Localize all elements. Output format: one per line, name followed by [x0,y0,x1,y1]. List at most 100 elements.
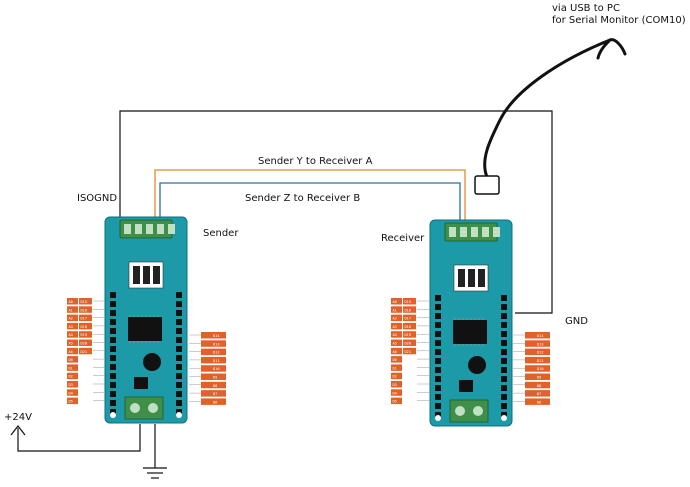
sender-left-pin-tag [79,331,92,338]
sender-header-pin [176,292,182,298]
sender-right-pin-tag [201,365,226,372]
receiver-left-pin-id: D20 [405,342,412,346]
receiver-header-pin [501,367,507,373]
sender-dip-lever [133,266,140,284]
sender-terminal-screw [168,224,175,234]
sender-terminal-screw [130,403,140,413]
sender-left-pin-name: D2 [69,375,73,379]
sender-terminal-screw [135,224,142,234]
sender-header-pin [110,301,116,307]
receiver-left-pin-name: D5 [393,400,397,404]
receiver-left-pin-tag [403,347,416,355]
receiver-right-pin-tag [525,340,550,347]
receiver-right-pin-name: D11 [537,359,544,363]
isognd-label: ISOGND [77,193,117,204]
sender-right-pin-name: D9 [213,376,217,380]
wire-sender-y-receiver-a [154,169,466,222]
receiver-header-pin [501,322,507,328]
receiver-left-pin-tag [391,306,402,313]
receiver-header-pin [435,394,441,400]
supply-label: +24V [4,412,32,423]
receiver-right-pin-tag [525,390,550,397]
receiver-terminal-screw [471,227,478,237]
sender-header-pin [110,292,116,298]
receiver-header-pin [435,376,441,382]
sender-left-pin-id: D17 [81,317,88,321]
sender-left-pin-id: D21 [81,350,88,354]
receiver-left-pin-id: D17 [405,317,412,321]
sender-right-pin-tag [201,398,226,405]
sender-power-terminal [124,396,164,420]
receiver-terminal-screw [473,406,483,416]
receiver-header-pin [501,403,507,409]
receiver-right-pin-name: D13 [537,342,544,346]
sender-terminal-screw [148,403,158,413]
receiver-header-pin [435,304,441,310]
receiver-left-pin-tag [403,306,416,313]
receiver-right-pin-tag [525,365,550,372]
sender-header-pin [110,328,116,334]
sender-left-pin-tag [67,339,78,346]
receiver-right-pin-tag [525,356,550,364]
sender-header-pin [176,391,182,397]
sender-inductor [143,353,161,371]
receiver-right-pin-name: D14 [537,334,544,338]
sender-right-pin-name: D6 [213,400,217,404]
sender-header-pin [110,310,116,316]
sender-left-pin-name: A3 [69,325,73,329]
receiver-power-terminal [449,399,489,423]
sender-header-pin [176,328,182,334]
sender-header-pin [176,337,182,343]
receiver-left-pin-name: A2 [393,317,397,321]
receiver-left-pin-tag [391,381,402,388]
sender-header-pin [110,373,116,379]
receiver-header-pin [435,313,441,319]
sender-header-pin [176,301,182,307]
receiver-left-pin-id: D16 [405,308,412,312]
sender-left-pin-name: D0 [69,358,73,362]
receiver-right-pin-name: D9 [537,376,541,380]
receiver-terminal-screw [460,227,467,237]
receiver-right-pin-name: D8 [537,384,541,388]
receiver-header-pin [501,304,507,310]
receiver-header-pin [435,367,441,373]
receiver-terminal-screw [455,406,465,416]
sender-right-pin-name: D10 [213,367,220,371]
sender-regulator [134,377,148,389]
receiver-left-pin-tag [391,347,402,355]
sender-left-pin-name: A1 [69,308,73,312]
sender-left-pin-tag [67,331,78,338]
sender-left-pin-tag [79,298,92,305]
sender-header-pin [110,355,116,361]
receiver-right-pin-name: D7 [537,392,541,396]
receiver-board [429,219,513,427]
sender-left-pin-name: D1 [69,366,73,370]
sender-header-pin [110,400,116,406]
receiver-left-pin-id: D15 [405,300,412,304]
wire-z-label: Sender Z to Receiver B [245,193,360,204]
receiver-left-pin-name: A5 [393,342,397,346]
receiver-left-pin-tag [391,372,402,380]
receiver-left-pin-name: A6 [393,350,397,354]
gnd-label: GND [565,316,588,327]
receiver-left-pin-tag [391,339,402,346]
receiver-right-pin-name: D12 [537,351,544,355]
receiver-right-pin-name: D10 [537,367,544,371]
sender-left-pin-tag [67,372,78,380]
sender-header-pin [110,391,116,397]
receiver-left-pin-name: D3 [393,383,397,387]
receiver-left-pin-name: D2 [393,375,397,379]
receiver-header-pin [435,295,441,301]
sender-left-pin-id: D16 [81,308,88,312]
receiver-header-pin [435,358,441,364]
receiver-right-pin-tag [525,398,550,405]
receiver-left-pin-tag [403,322,416,330]
sender-left-pin-tag [67,306,78,313]
sender-right-pin-name: D7 [213,392,217,396]
receiver-header-pin [501,394,507,400]
sender-terminal-screw [146,224,153,234]
receiver-terminal-screw [449,227,456,237]
